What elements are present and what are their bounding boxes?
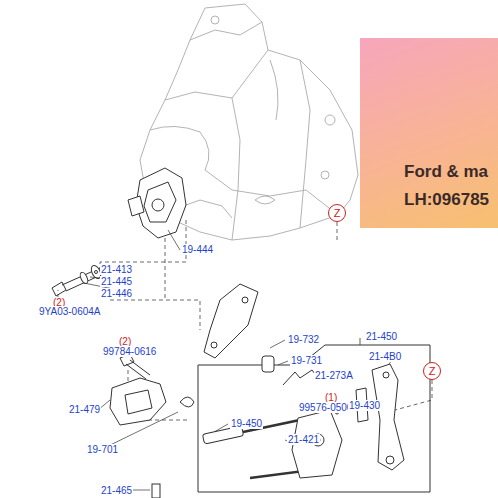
reference-letter: Z — [334, 207, 341, 219]
callout-number: 9YA03-0604A — [38, 306, 102, 317]
banner-text: LH:096785 — [404, 190, 498, 210]
callout-number: 21-479 — [68, 404, 101, 415]
callout-number: 21-421 — [287, 434, 320, 445]
banner-text: Ford & ma — [404, 162, 498, 182]
callout-number: 19-450 — [230, 418, 263, 429]
callout-number: 21-445 — [100, 276, 133, 287]
callout-number: 19-701 — [86, 444, 119, 455]
callout-number: 21-4B0 — [368, 351, 402, 362]
callout-number: 19-430 — [348, 400, 381, 411]
callout-number: 21-450 — [365, 331, 398, 342]
callout-number: 19-732 — [287, 334, 320, 345]
callout-number: 21-465 — [100, 485, 133, 496]
callout-number: 99784-0616 — [102, 346, 157, 357]
callout-number: 19-731 — [290, 355, 323, 366]
reference-circle: Z — [328, 204, 346, 222]
callout-number: 99576-0500 — [298, 402, 353, 413]
watermark-banner: Ford & ma LH:096785 — [360, 38, 498, 228]
callout-number: 19-444 — [181, 244, 214, 255]
callout-number: 21-413 — [100, 264, 133, 275]
reference-letter: Z — [429, 365, 436, 377]
callout-number: 21-446 — [100, 288, 133, 299]
callout-number: 21-273A — [314, 370, 354, 381]
reference-circle: Z — [423, 362, 441, 380]
